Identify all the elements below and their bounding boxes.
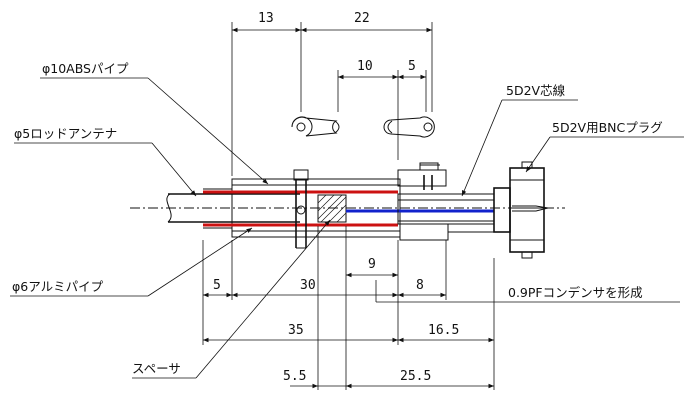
label-abs-pipe: φ10ABSパイプ	[42, 61, 129, 76]
extension-lines	[202, 22, 495, 390]
dim-5-5: 5.5	[283, 369, 306, 384]
label-alu-pipe: φ6アルミパイプ	[12, 279, 104, 294]
top-clamp	[397, 162, 447, 190]
dim-30: 30	[300, 278, 316, 293]
label-coax-core: 5D2V芯線	[506, 83, 566, 98]
spacer	[317, 194, 347, 223]
rod-antenna	[166, 193, 300, 223]
dim-5-top: 5	[408, 59, 416, 74]
lug-right	[383, 116, 435, 138]
leader-lines	[10, 77, 684, 379]
dim-9: 9	[368, 257, 376, 272]
dim-10: 10	[357, 59, 373, 74]
lug-left	[291, 116, 340, 137]
dim-35: 35	[288, 323, 304, 338]
dimension-lines	[203, 27, 494, 389]
label-bnc-plug: 5D2V用BNCプラグ	[552, 120, 663, 135]
dim-5-left: 5	[213, 278, 221, 293]
screw	[293, 169, 309, 249]
dim-22: 22	[354, 11, 370, 26]
coax-body	[397, 193, 495, 241]
label-capacitor: 0.9PFコンデンサを形成	[508, 285, 643, 300]
label-rod-antenna: φ5ロッドアンテナ	[14, 126, 117, 141]
dim-8: 8	[416, 278, 424, 293]
dim-13: 13	[258, 11, 274, 26]
aluminium-pipe	[203, 188, 398, 229]
dim-16-5: 16.5	[428, 323, 459, 338]
dim-25-5: 25.5	[400, 369, 431, 384]
label-spacer: スペーサ	[132, 361, 181, 376]
bnc-plug	[493, 161, 549, 259]
